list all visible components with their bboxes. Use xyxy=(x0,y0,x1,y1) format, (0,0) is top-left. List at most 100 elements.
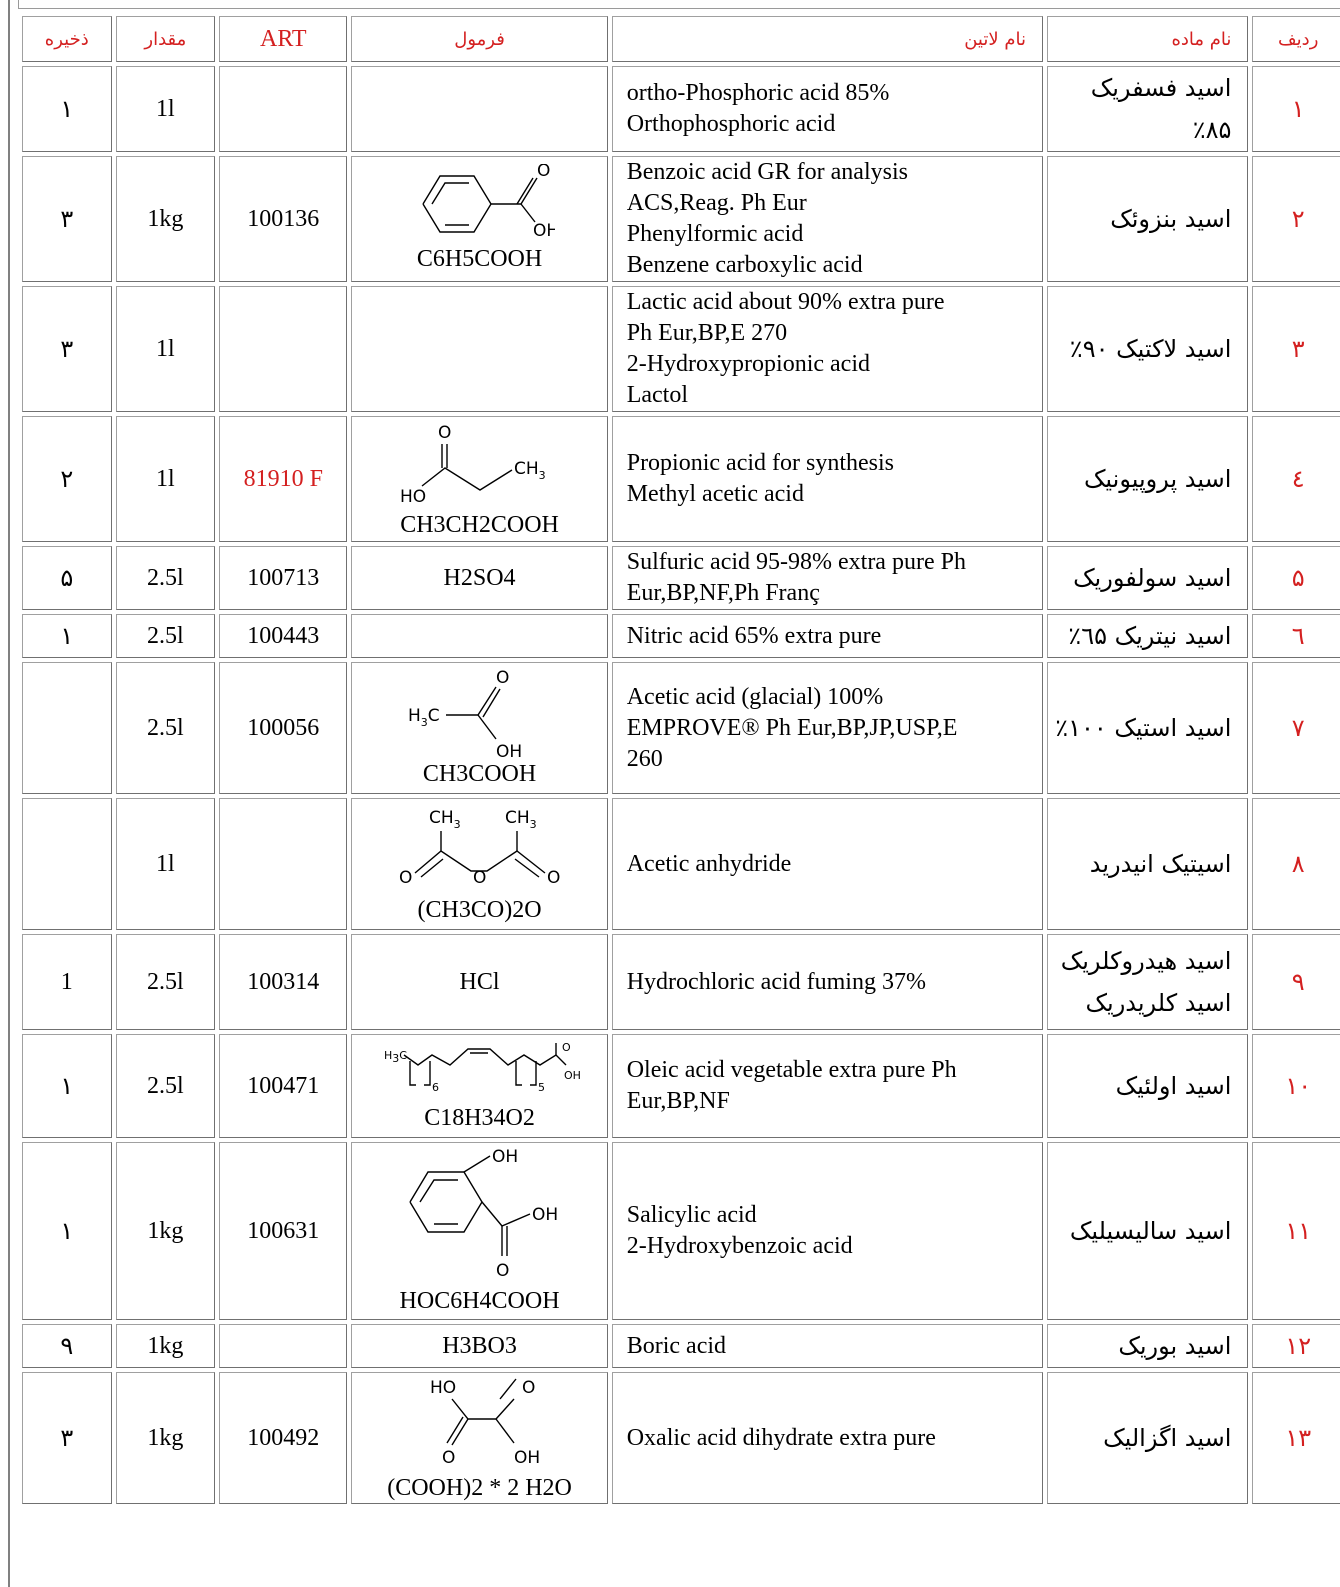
latin-name-line: Benzoic acid GR for analysis xyxy=(626,159,908,185)
carboxyl-bond xyxy=(481,1201,530,1227)
row-number-cell: ٦ xyxy=(1252,614,1340,658)
hydroxyl-label: OH xyxy=(533,221,555,241)
aromatic-bond xyxy=(430,182,469,205)
header-material-name: نام ماده xyxy=(1047,16,1249,62)
bracket xyxy=(423,1061,431,1086)
material-name-cell: اسید اولئیک xyxy=(1047,1034,1249,1138)
row-number-cell: ۳ xyxy=(1252,286,1340,412)
material-name-line: اسید لاکتیک ۹۰٪ xyxy=(1069,335,1232,363)
formula-cell xyxy=(351,286,608,412)
quantity-cell: 2.5l xyxy=(115,614,216,658)
art-cell: 100631 xyxy=(219,1142,348,1320)
latin-name-line: Boric acid xyxy=(626,1332,727,1359)
latin-name-line: Nitric acid 65% extra pure xyxy=(626,622,882,649)
art-cell: 100314 xyxy=(219,934,348,1030)
bond-line xyxy=(499,1378,517,1400)
formula-cell: H2SO4 xyxy=(351,546,608,610)
double-bond xyxy=(445,1416,464,1444)
row-number-cell: ۲ xyxy=(1252,156,1340,282)
formula-text: HCl xyxy=(459,969,500,995)
latin-name-line: Oleic acid vegetable extra pure Ph xyxy=(626,1057,957,1083)
hydroxyl-label-bottom: OH xyxy=(514,1448,540,1468)
quantity-cell: 1kg xyxy=(115,156,216,282)
latin-name-cell: Acetic anhydride xyxy=(611,798,1044,930)
quantity-cell: 1kg xyxy=(115,1324,216,1368)
stock-cell xyxy=(22,798,112,930)
formula-text: CH3CH2COOH xyxy=(400,512,559,538)
hydroxyl-bond xyxy=(463,1155,490,1173)
stock-cell: ۵ xyxy=(22,546,112,610)
repeat-count-6: 6 xyxy=(432,1081,439,1094)
material-name-cell: اسید لاکتیک ۹۰٪ xyxy=(1047,286,1249,412)
hydroxyl-label-top: HO xyxy=(430,1378,456,1398)
header-formula: فرمول xyxy=(351,16,608,62)
row-number-cell: ۱ xyxy=(1252,66,1340,152)
double-bond xyxy=(420,858,443,878)
quantity-cell: 1l xyxy=(115,286,216,412)
quantity-cell: 1l xyxy=(115,416,216,542)
formula-text: H3BO3 xyxy=(442,1333,517,1359)
latin-name-cell: Nitric acid 65% extra pure xyxy=(611,614,1044,658)
stock-cell: ۳ xyxy=(22,1372,112,1504)
material-name-cell: اسید بنزوئک xyxy=(1047,156,1249,282)
latin-name-line: Phenylformic acid xyxy=(626,221,804,247)
quantity-cell: 2.5l xyxy=(115,546,216,610)
bracket xyxy=(408,1061,416,1086)
material-name-cell: اسید سالیسیلیک xyxy=(1047,1142,1249,1320)
quantity-cell: 2.5l xyxy=(115,934,216,1030)
hydroxyl-label: HO xyxy=(400,487,426,507)
oxygen-label: O xyxy=(399,868,412,888)
material-name-line: اسید استیک ۱۰۰٪ xyxy=(1055,714,1232,742)
art-cell: 100056 xyxy=(219,662,348,794)
latin-name-cell: ortho-Phosphoric acid 85%Orthophosphoric… xyxy=(611,66,1044,152)
latin-name-line: Lactic acid about 90% extra pure xyxy=(626,289,945,315)
art-cell: 100443 xyxy=(219,614,348,658)
material-name-line: اسید نیتریک ٦۵٪ xyxy=(1068,622,1232,650)
page-frame xyxy=(8,0,1340,1587)
material-name-line: اسید اگزالیک xyxy=(1103,1424,1232,1452)
material-name-cell: اسید نیتریک ٦۵٪ xyxy=(1047,614,1249,658)
top-border xyxy=(18,0,1340,9)
double-bond xyxy=(481,688,501,718)
bracket xyxy=(529,1061,537,1086)
art-cell xyxy=(219,798,348,930)
material-name-line: اسید بنزوئک xyxy=(1110,205,1232,233)
hydroxyl-label-top: OH xyxy=(492,1147,518,1167)
material-name-line: اسید فسفریک ۸۵٪ xyxy=(1090,74,1232,144)
header-art: ART xyxy=(219,16,348,62)
latin-name-line: Methyl acetic acid xyxy=(626,481,804,507)
acids-inventory-table: ذخیره مقدار ART فرمول نام لاتین نام ماده… xyxy=(18,12,1340,1508)
methyl-label-right: CH3 xyxy=(505,808,537,831)
latin-name-line: Sulfuric acid 95-98% extra pure Ph xyxy=(626,549,966,575)
row-number-cell: ۷ xyxy=(1252,662,1340,794)
material-name-cell: اسید فسفریک ۸۵٪ xyxy=(1047,66,1249,152)
latin-name-line: Salicylic acid xyxy=(626,1202,757,1228)
material-name-line: اسیتیک انیدرید xyxy=(1089,850,1232,878)
quantity-cell: 1l xyxy=(115,66,216,152)
hydroxyl-label: OH xyxy=(564,1069,580,1082)
oxygen-label: O xyxy=(438,423,451,443)
art-cell: 100136 xyxy=(219,156,348,282)
oxygen-label-top: O xyxy=(522,1378,535,1398)
double-bond xyxy=(514,858,539,878)
latin-name-line: EMPROVE® Ph Eur,BP,JP,USP,E xyxy=(626,714,958,741)
stock-cell: ۱ xyxy=(22,66,112,152)
quantity-cell: 1kg xyxy=(115,1142,216,1320)
acetic-acid-structure: H3COOH xyxy=(408,668,522,759)
material-name-line: اسید سالیسیلیک xyxy=(1069,1217,1232,1245)
stock-cell: ۲ xyxy=(22,416,112,542)
row-number-cell: ۹ xyxy=(1252,934,1340,1030)
stock-cell: ۹ xyxy=(22,1324,112,1368)
material-name-cell: اسید پروپیونیک xyxy=(1047,416,1249,542)
